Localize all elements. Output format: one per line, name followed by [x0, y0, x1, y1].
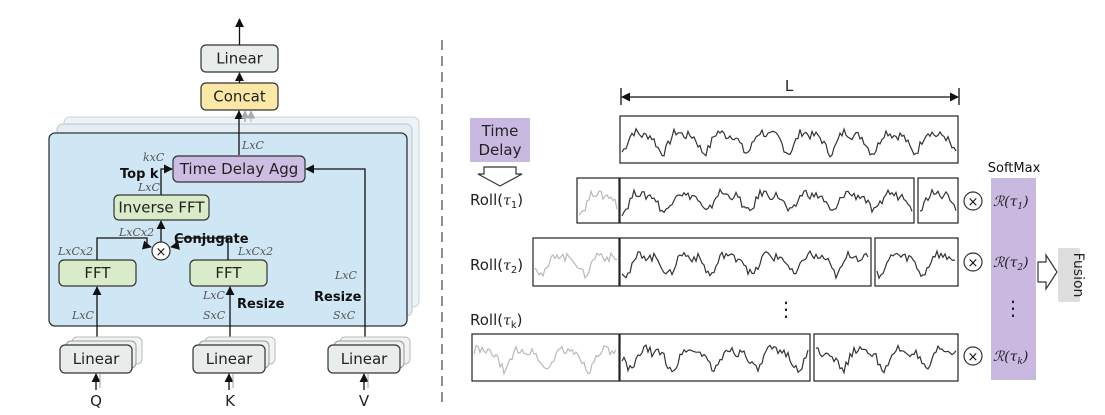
- auto-correlation-block: Linear Concat LxC Time Delay Agg kxC Top…: [48, 18, 420, 410]
- rollk-faded-trace: [473, 344, 617, 376]
- linear-q-label: Linear: [73, 350, 120, 368]
- roll2-tail-trace: [876, 249, 956, 280]
- r-tauk: ℛ(τk): [993, 349, 1028, 367]
- rollk-label: Roll(τk): [470, 311, 523, 331]
- dim-lxc-q: LxC: [71, 309, 95, 322]
- input-k: K: [225, 392, 236, 410]
- rollk-main-box: [619, 333, 811, 382]
- roll1-main-box: [619, 177, 915, 224]
- dim-lxcx2-left: LxCx2: [57, 245, 93, 258]
- linear-k-box: [192, 344, 266, 374]
- dim-lxcx2-right: LxCx2: [237, 245, 273, 258]
- dim-lxc-top: LxC: [241, 139, 265, 152]
- multiply-node: [151, 241, 171, 261]
- vertical-dots-middle: ⋮: [776, 297, 796, 321]
- time-delay-illustration: L Time Delay Roll(τ1) Roll(τ2) Roll(τk) …: [470, 77, 1086, 382]
- softmax-column: [991, 178, 1036, 380]
- roll1-faded-trace: [578, 189, 618, 216]
- resize-v-label: Resize: [314, 290, 362, 305]
- roll2-tail-box: [874, 237, 959, 287]
- roll2-faded-trace: [534, 251, 618, 280]
- fft-left-label: FFT: [84, 264, 111, 282]
- inverse-fft-box: [113, 194, 210, 221]
- roll1-tail-trace: [919, 188, 957, 212]
- softmax-label: SoftMax: [988, 161, 1041, 176]
- original-signal-trace: [621, 127, 957, 158]
- dim-lxc-mid: LxC: [137, 181, 161, 194]
- multiply-roll2-symbol: ×: [968, 256, 979, 271]
- linear-v-box: [327, 344, 401, 374]
- original-signal-box: [619, 115, 959, 164]
- roll1-label: Roll(τ1): [470, 191, 523, 211]
- dim-lxcx2-center: LxCx2: [118, 226, 154, 239]
- dim-kxc: kxC: [143, 151, 165, 164]
- resize-k-label: Resize: [237, 297, 285, 312]
- fusion-box: [1058, 248, 1080, 302]
- roll1-tail-box: [917, 177, 959, 224]
- multiply-roll1: [963, 191, 983, 211]
- time-delay-box: [470, 118, 530, 162]
- signal-traces: [473, 127, 957, 376]
- roll1-faded-box: [576, 177, 620, 224]
- vertical-dots-softmax: ⋮: [1003, 296, 1023, 320]
- roll2-label: Roll(τ2): [470, 256, 523, 276]
- time-delay-line1: Time: [481, 122, 519, 140]
- time-delay-line2: Delay: [478, 141, 521, 159]
- roll2-main-trace: [621, 249, 869, 280]
- concat-label: Concat: [213, 88, 266, 106]
- rollk-tail-box: [813, 333, 959, 382]
- roll2-faded-box: [532, 237, 620, 287]
- dim-sxc-v: SxC: [333, 309, 356, 322]
- dim-sxc-k: SxC: [203, 309, 226, 322]
- multiply-roll1-symbol: ×: [968, 195, 979, 210]
- r-tau2: ℛ(τ2): [993, 255, 1029, 273]
- conjugate-label: Conjugate: [174, 232, 249, 247]
- multiply-symbol: ×: [156, 245, 167, 260]
- input-v: V: [359, 392, 370, 410]
- multiply-rollk-symbol: ×: [968, 350, 979, 365]
- r-tau1: ℛ(τ1): [993, 194, 1029, 212]
- rollk-tail-trace: [815, 343, 957, 375]
- dim-lxc-v: LxC: [334, 269, 358, 282]
- time-delay-agg-label: Time Delay Agg: [179, 160, 299, 178]
- dim-lxc-k: LxC: [202, 289, 226, 302]
- linear-k-label: Linear: [206, 350, 253, 368]
- time-delay-agg-box: [172, 155, 306, 183]
- roll2-main-box: [619, 237, 872, 287]
- linear-v-label: Linear: [341, 350, 388, 368]
- multiply-roll2: [963, 252, 983, 272]
- top-k-label: Top k: [120, 167, 159, 182]
- multiply-rollk: [963, 346, 983, 366]
- roll1-main-trace: [621, 187, 913, 217]
- input-q: Q: [90, 392, 102, 410]
- length-label: L: [785, 77, 794, 95]
- inverse-fft-label: Inverse FFT: [118, 199, 205, 217]
- linear-top-label: Linear: [216, 50, 263, 68]
- hollow-down-arrow: [477, 166, 523, 187]
- fusion-label: Fusion: [1070, 253, 1086, 298]
- main-panel: [48, 132, 408, 327]
- hollow-right-arrow: [1037, 252, 1058, 292]
- linear-q-box: [59, 344, 133, 374]
- rollk-faded-box: [471, 333, 620, 382]
- fft-right-label: FFT: [215, 264, 242, 282]
- rollk-main-trace: [621, 344, 809, 374]
